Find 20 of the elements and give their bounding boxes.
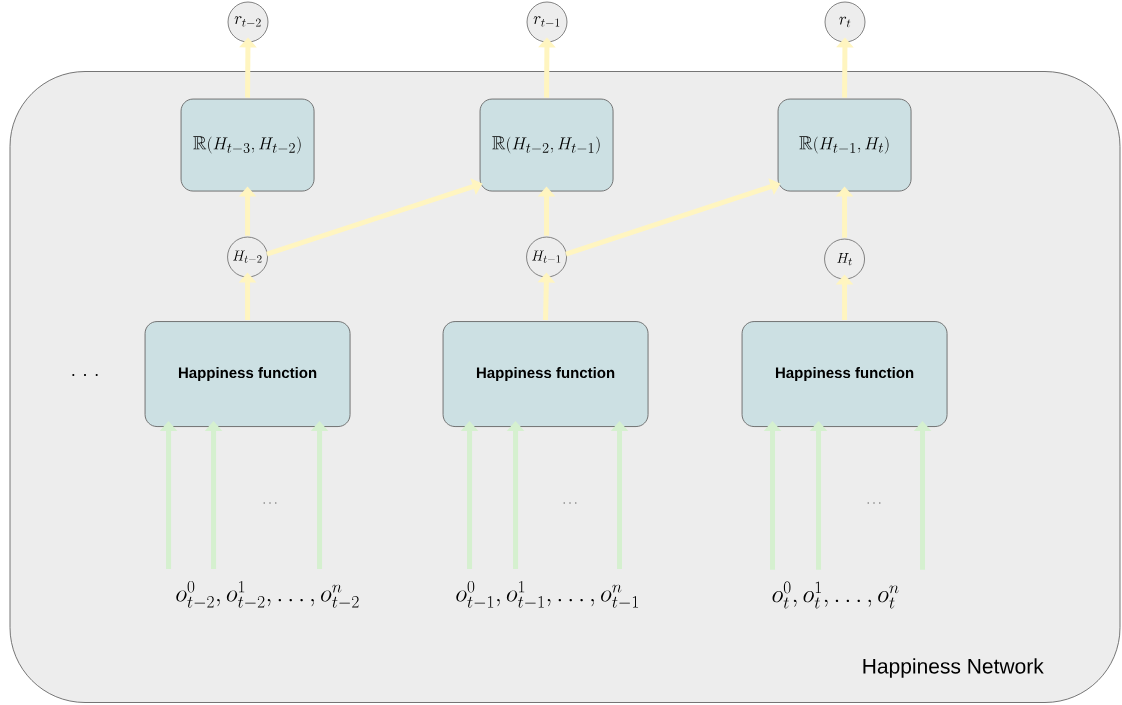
observation-label: $o^0_{t-2},o^1_{t-2},\ldots,o^n_{t-2}$ bbox=[176, 580, 359, 608]
ellipsis: . . . bbox=[563, 502, 577, 504]
ellipsis: . . . bbox=[867, 502, 881, 504]
observation-label: $o^0_t,o^1_t,\ldots,o^n_t$ bbox=[772, 581, 899, 609]
circle-node: $r_{t-2}$ bbox=[227, 1, 269, 43]
circle-node: $r_{t-1}$ bbox=[526, 1, 568, 43]
circle-node: $r_t$ bbox=[824, 1, 866, 43]
circle-node: $H_{t-2}$ bbox=[227, 236, 268, 278]
circle-node: $H_{t-1}$ bbox=[526, 236, 567, 278]
ellipsis: . . . bbox=[263, 502, 277, 504]
function-box: Happiness function bbox=[442, 321, 649, 427]
circle-node: $H_t$ bbox=[824, 238, 865, 280]
function-box: Happiness function bbox=[741, 321, 948, 427]
reward-box: $\mathbb{R}(H_{t-3},H_{t-2})$ bbox=[180, 98, 315, 192]
function-box: Happiness function bbox=[144, 321, 351, 427]
reward-box: $\mathbb{R}(H_{t-2},H_{t-1})$ bbox=[479, 98, 614, 192]
observation-label: $o^0_{t-1},o^1_{t-1},\ldots,o^n_{t-1}$ bbox=[456, 580, 639, 608]
ellipsis: . . . bbox=[72, 374, 98, 376]
reward-box: $\mathbb{R}(H_{t-1},H_t)$ bbox=[777, 98, 912, 192]
panel-title: Happiness Network bbox=[863, 658, 1044, 678]
